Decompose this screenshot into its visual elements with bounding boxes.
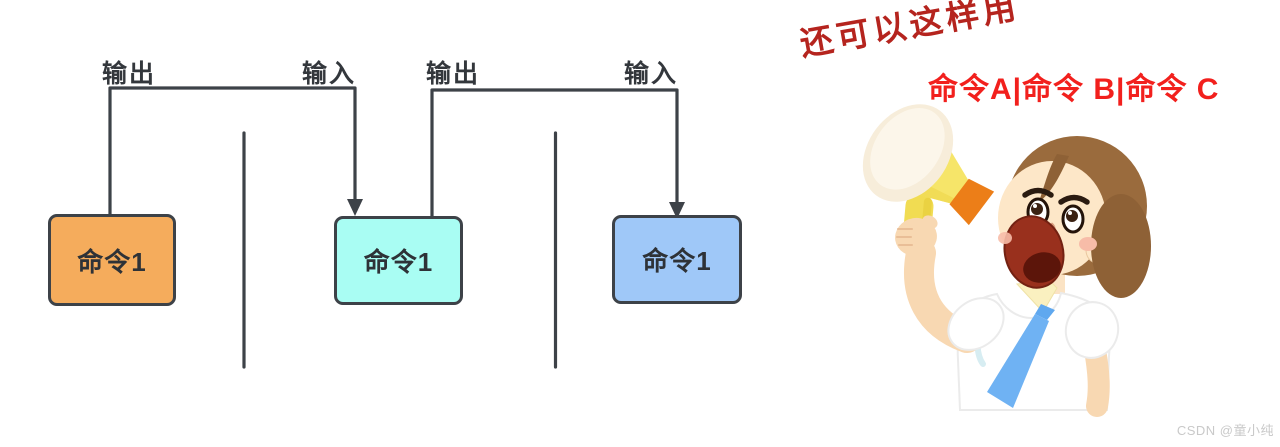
boy-shouting-megaphone-illustration [862,104,1151,417]
command-box-blue: 命令1 [612,215,742,304]
output-label-2: 输出 [426,60,481,88]
command-box-orange: 命令1 [48,214,176,306]
pipe-line-2 [430,88,679,219]
arrow-down-icon-1 [347,199,363,216]
input-label-2: 输入 [624,60,679,88]
input-label-1: 输入 [302,60,357,88]
hair-side [1091,194,1151,298]
pipe-line-1 [108,86,357,216]
tie [987,304,1055,408]
megaphone-icon [862,104,995,257]
hand [895,215,938,257]
output-label-1: 输出 [102,60,157,88]
watermark-text: CSDN @童小纯 [1176,423,1274,438]
right-eye [1061,204,1085,234]
left-eyebrow [1022,187,1054,198]
left-blush [998,232,1012,244]
command-box-cyan: 命令1 [334,216,463,305]
pipeline-command-text: 命令A|命令 B|命令 C [928,73,1220,106]
megaphone-tip [949,178,995,226]
right-eyebrow [1058,194,1090,205]
head [998,136,1151,298]
right-arm [1064,301,1120,417]
left-arm [904,238,1005,353]
handwritten-headline: 还可以这样用 [797,0,1023,63]
open-mouth [1003,215,1065,289]
right-blush [1079,237,1097,251]
